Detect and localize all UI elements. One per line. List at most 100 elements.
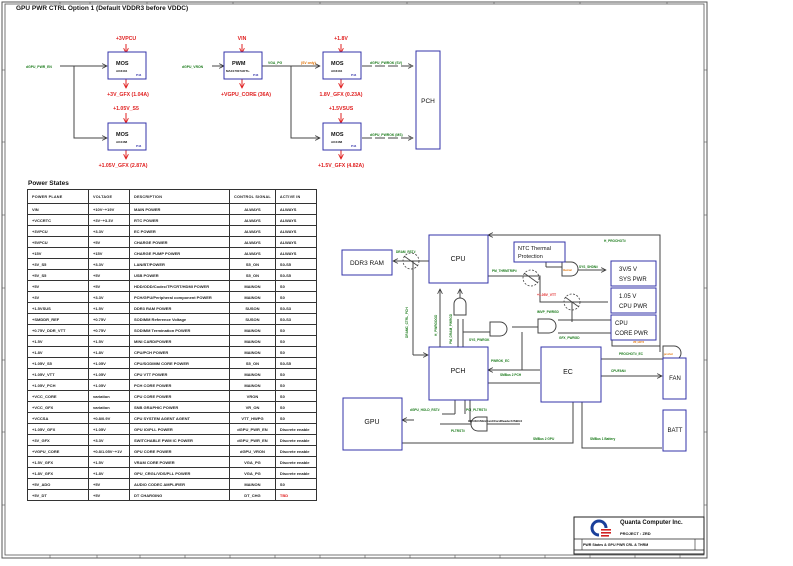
column-header: POWER PLANE: [27, 189, 89, 204]
and-gates: [453, 261, 682, 432]
rail-output-label: +1.5V_GFX (4.82A): [318, 163, 364, 169]
table-cell: +3.3V: [88, 434, 130, 446]
sheet-border: [1, 1, 708, 559]
table-cell: GPU CORE POWER: [129, 445, 230, 457]
quanta-logo: [590, 519, 611, 537]
table-cell: HDD/ODD/Codec/TP/CRT/HDMI POWER: [129, 280, 230, 292]
table-cell: dGPU_PWR_EN: [229, 423, 276, 435]
table-cell: RTC POWER: [129, 214, 230, 226]
signal-label: PM_DRAM_PWRGD: [449, 313, 453, 344]
table-cell: PCH/GPU/Peripheral component POWER: [129, 291, 230, 303]
block-page: P43: [253, 73, 259, 77]
note-label: thermal: [563, 269, 572, 272]
table-cell: +VCC_CORE: [27, 390, 89, 402]
table-cell: S5_ON: [229, 357, 276, 369]
table-cell: variation: [88, 401, 130, 413]
table-cell: S0: [274, 412, 317, 424]
table-cell: VIN: [27, 203, 89, 215]
table-header-row: POWER PLANE VOLTAGE DESCRIPTION CONTROL …: [27, 189, 317, 204]
block-part: AO4468: [331, 140, 343, 144]
table-cell: +5V: [88, 236, 130, 248]
signal-label: PM_THRMTRIP#: [492, 269, 517, 273]
table-cell: +3V~+3.3V: [88, 214, 130, 226]
signal-label: H_PWRGOOD: [434, 314, 438, 336]
signal-label: dGPU_VRON: [182, 65, 204, 69]
signal-label: H_PROCHOT#: [604, 239, 626, 243]
signal-label: PCI_PLTRST#: [466, 408, 487, 412]
table-cell: GPU_CRGL/VDS/PLL POWER: [129, 467, 230, 479]
table-cell: variation: [88, 390, 130, 402]
column-header: ACTIVE IN: [274, 189, 317, 204]
pwm-block-vgpu-core: PWM MAX17007ADTI+ P43: [223, 51, 263, 80]
table-cell: ALWAYS: [274, 225, 317, 237]
table-cell: Discrete enable: [274, 434, 317, 446]
table-cell: +1.5V: [88, 456, 130, 468]
table-cell: +1.8V: [27, 346, 89, 358]
table-cell: +5V_S5: [27, 269, 89, 281]
table-cell: DDR3 RAM POWER: [129, 302, 230, 314]
and-gate-thermal: [561, 261, 579, 277]
table-cell: ALWAYS: [229, 214, 276, 226]
signal-label: SMBus 2 PCH: [500, 373, 522, 377]
mos-block-1v05-gfx: MOS AO4468 P44: [107, 122, 147, 151]
table-cell: CHARGE POWER: [129, 236, 230, 248]
block-label: Protection: [518, 254, 543, 260]
block-label: CPU PWR: [619, 304, 648, 310]
block-label: CPU: [451, 256, 466, 263]
and-gate-sys-pwrok: [489, 321, 508, 337]
signal-label: SYS_SHDN#: [579, 265, 598, 269]
block-page: P44: [351, 73, 357, 77]
table-cell: MAINON: [229, 280, 276, 292]
table-cell: MAINON: [229, 368, 276, 380]
table-cell: +3.3V: [88, 225, 130, 237]
sheet-title: PWR States & GPU PWR CRL & THRM: [583, 543, 649, 547]
rail-output-label: +1.05V_GFX (2.87A): [99, 163, 148, 169]
table-cell: DT CHARGING: [129, 489, 230, 501]
block-name: PCH: [421, 98, 435, 105]
table-cell: ALWAYS: [274, 236, 317, 248]
table-cell: +0.75V: [88, 324, 130, 336]
block-label: SYS PWR: [619, 277, 647, 283]
table-cell: S0: [274, 401, 317, 413]
table-cell: +1.05V_PCH: [27, 379, 89, 391]
signal-label: PWROK_EC: [491, 359, 510, 363]
table-cell: Discrete enable: [274, 467, 317, 479]
table-cell: S0: [274, 291, 317, 303]
note-label: VR_HOT#: [633, 341, 645, 344]
table-cell: MAINON: [229, 346, 276, 358]
block-label: DDR3 RAM: [350, 260, 384, 267]
table-cell: +5V_ADO: [27, 478, 89, 490]
table-cell: CPU/PCH POWER: [129, 346, 230, 358]
table-cell: +VGPU_CORE: [27, 445, 89, 457]
block-label: CPU: [615, 321, 628, 327]
table-cell: S0: [274, 478, 317, 490]
table-cell: +1.5VSUS: [27, 302, 89, 314]
signal-label: DRAM_RST#: [396, 250, 416, 254]
signal-label: SYS_PWROK: [469, 338, 490, 342]
rail-input-label: +1.8V: [334, 36, 348, 42]
table-cell: DT_CHG: [229, 489, 276, 501]
mos-block-1v5-gfx: MOS AO4468 P44: [322, 122, 362, 151]
signal-targets-label: CPU/EC/MiniCard/CardReader/USB3.0: [468, 419, 523, 423]
table-cell: S0-S5: [274, 269, 317, 281]
table-cell: +3.3V: [88, 258, 130, 270]
table-cell: +5VPCU: [27, 236, 89, 248]
table-cell: +1.5V: [88, 335, 130, 347]
table-cell: +15V: [88, 247, 130, 259]
table-cell: +1.05V_VTT: [27, 368, 89, 380]
table-cell: SWITCHABLE PWM IC POWER: [129, 434, 230, 446]
table-cell: +0.75V: [88, 313, 130, 325]
table-cell: MAINON: [229, 478, 276, 490]
table-cell: SUSON: [229, 313, 276, 325]
block-name: MOS: [331, 61, 344, 67]
table-cell: AUDIO CODEC AMPLIFIER: [129, 478, 230, 490]
mos-block-1v8-gfx: MOS AO3404 P44: [322, 51, 362, 80]
